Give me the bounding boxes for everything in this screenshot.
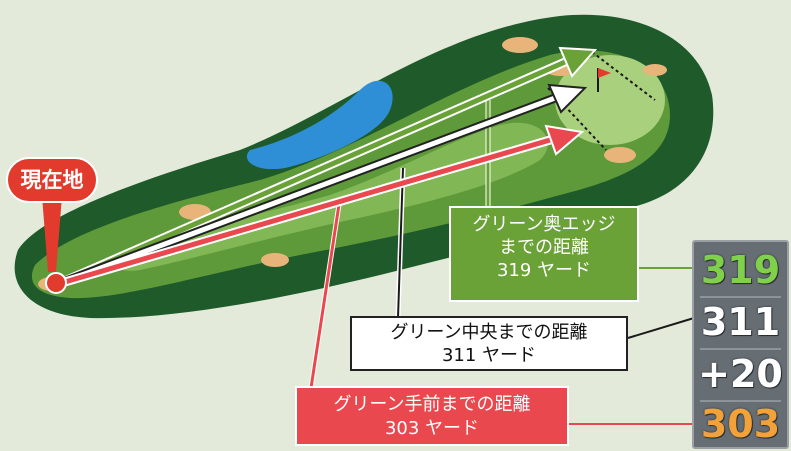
scoreboard-depth-value: +20 — [698, 352, 783, 396]
scoreboard-back-value: 319 — [700, 248, 781, 292]
location-pin-icon — [42, 196, 67, 294]
scoreboard-center-value: 311 — [700, 300, 781, 344]
scoreboard-divider — [700, 348, 781, 350]
green-back-edge-line — [591, 51, 656, 101]
arrow-to-green-center — [56, 83, 588, 289]
putting-green — [555, 55, 665, 145]
arrow-to-green-back — [56, 46, 598, 289]
water-hazard — [246, 80, 393, 170]
center-connector-line-inner — [397, 167, 404, 319]
bunker — [604, 147, 636, 163]
green-back-title: グリーン奥エッジ — [472, 214, 616, 235]
current-location-label: 現在地 — [6, 157, 98, 203]
green-front-distance: 303 ヤード — [384, 418, 480, 439]
green-center-distance: 311 ヤード — [441, 345, 537, 366]
scoreboard-front-value: 303 — [700, 402, 781, 446]
flag-icon — [597, 68, 611, 92]
front-connector-line-inner — [309, 197, 342, 389]
green-center-title: グリーン中央までの距離 — [390, 322, 588, 343]
arrow-to-green-front — [56, 124, 585, 289]
green-back-subtitle: までの距離 — [499, 237, 589, 258]
scoreboard-center-connector — [627, 317, 695, 339]
green-back-distance-callout: グリーン奥エッジ までの距離 319 ヤード — [449, 206, 639, 302]
green-front-distance-callout: グリーン手前までの距離 303 ヤード — [295, 386, 569, 446]
scoreboard-divider — [700, 296, 781, 298]
bunker — [643, 64, 667, 76]
distance-scoreboard: 319 311 +20 303 — [692, 240, 789, 449]
green-front-title: グリーン手前までの距離 — [333, 394, 531, 415]
green-center-distance-callout: グリーン中央までの距離 311 ヤード — [350, 316, 628, 371]
scoreboard-divider — [700, 400, 781, 402]
bunker — [502, 37, 538, 53]
green-back-distance: 319 ヤード — [496, 260, 592, 281]
bunker — [261, 253, 289, 267]
